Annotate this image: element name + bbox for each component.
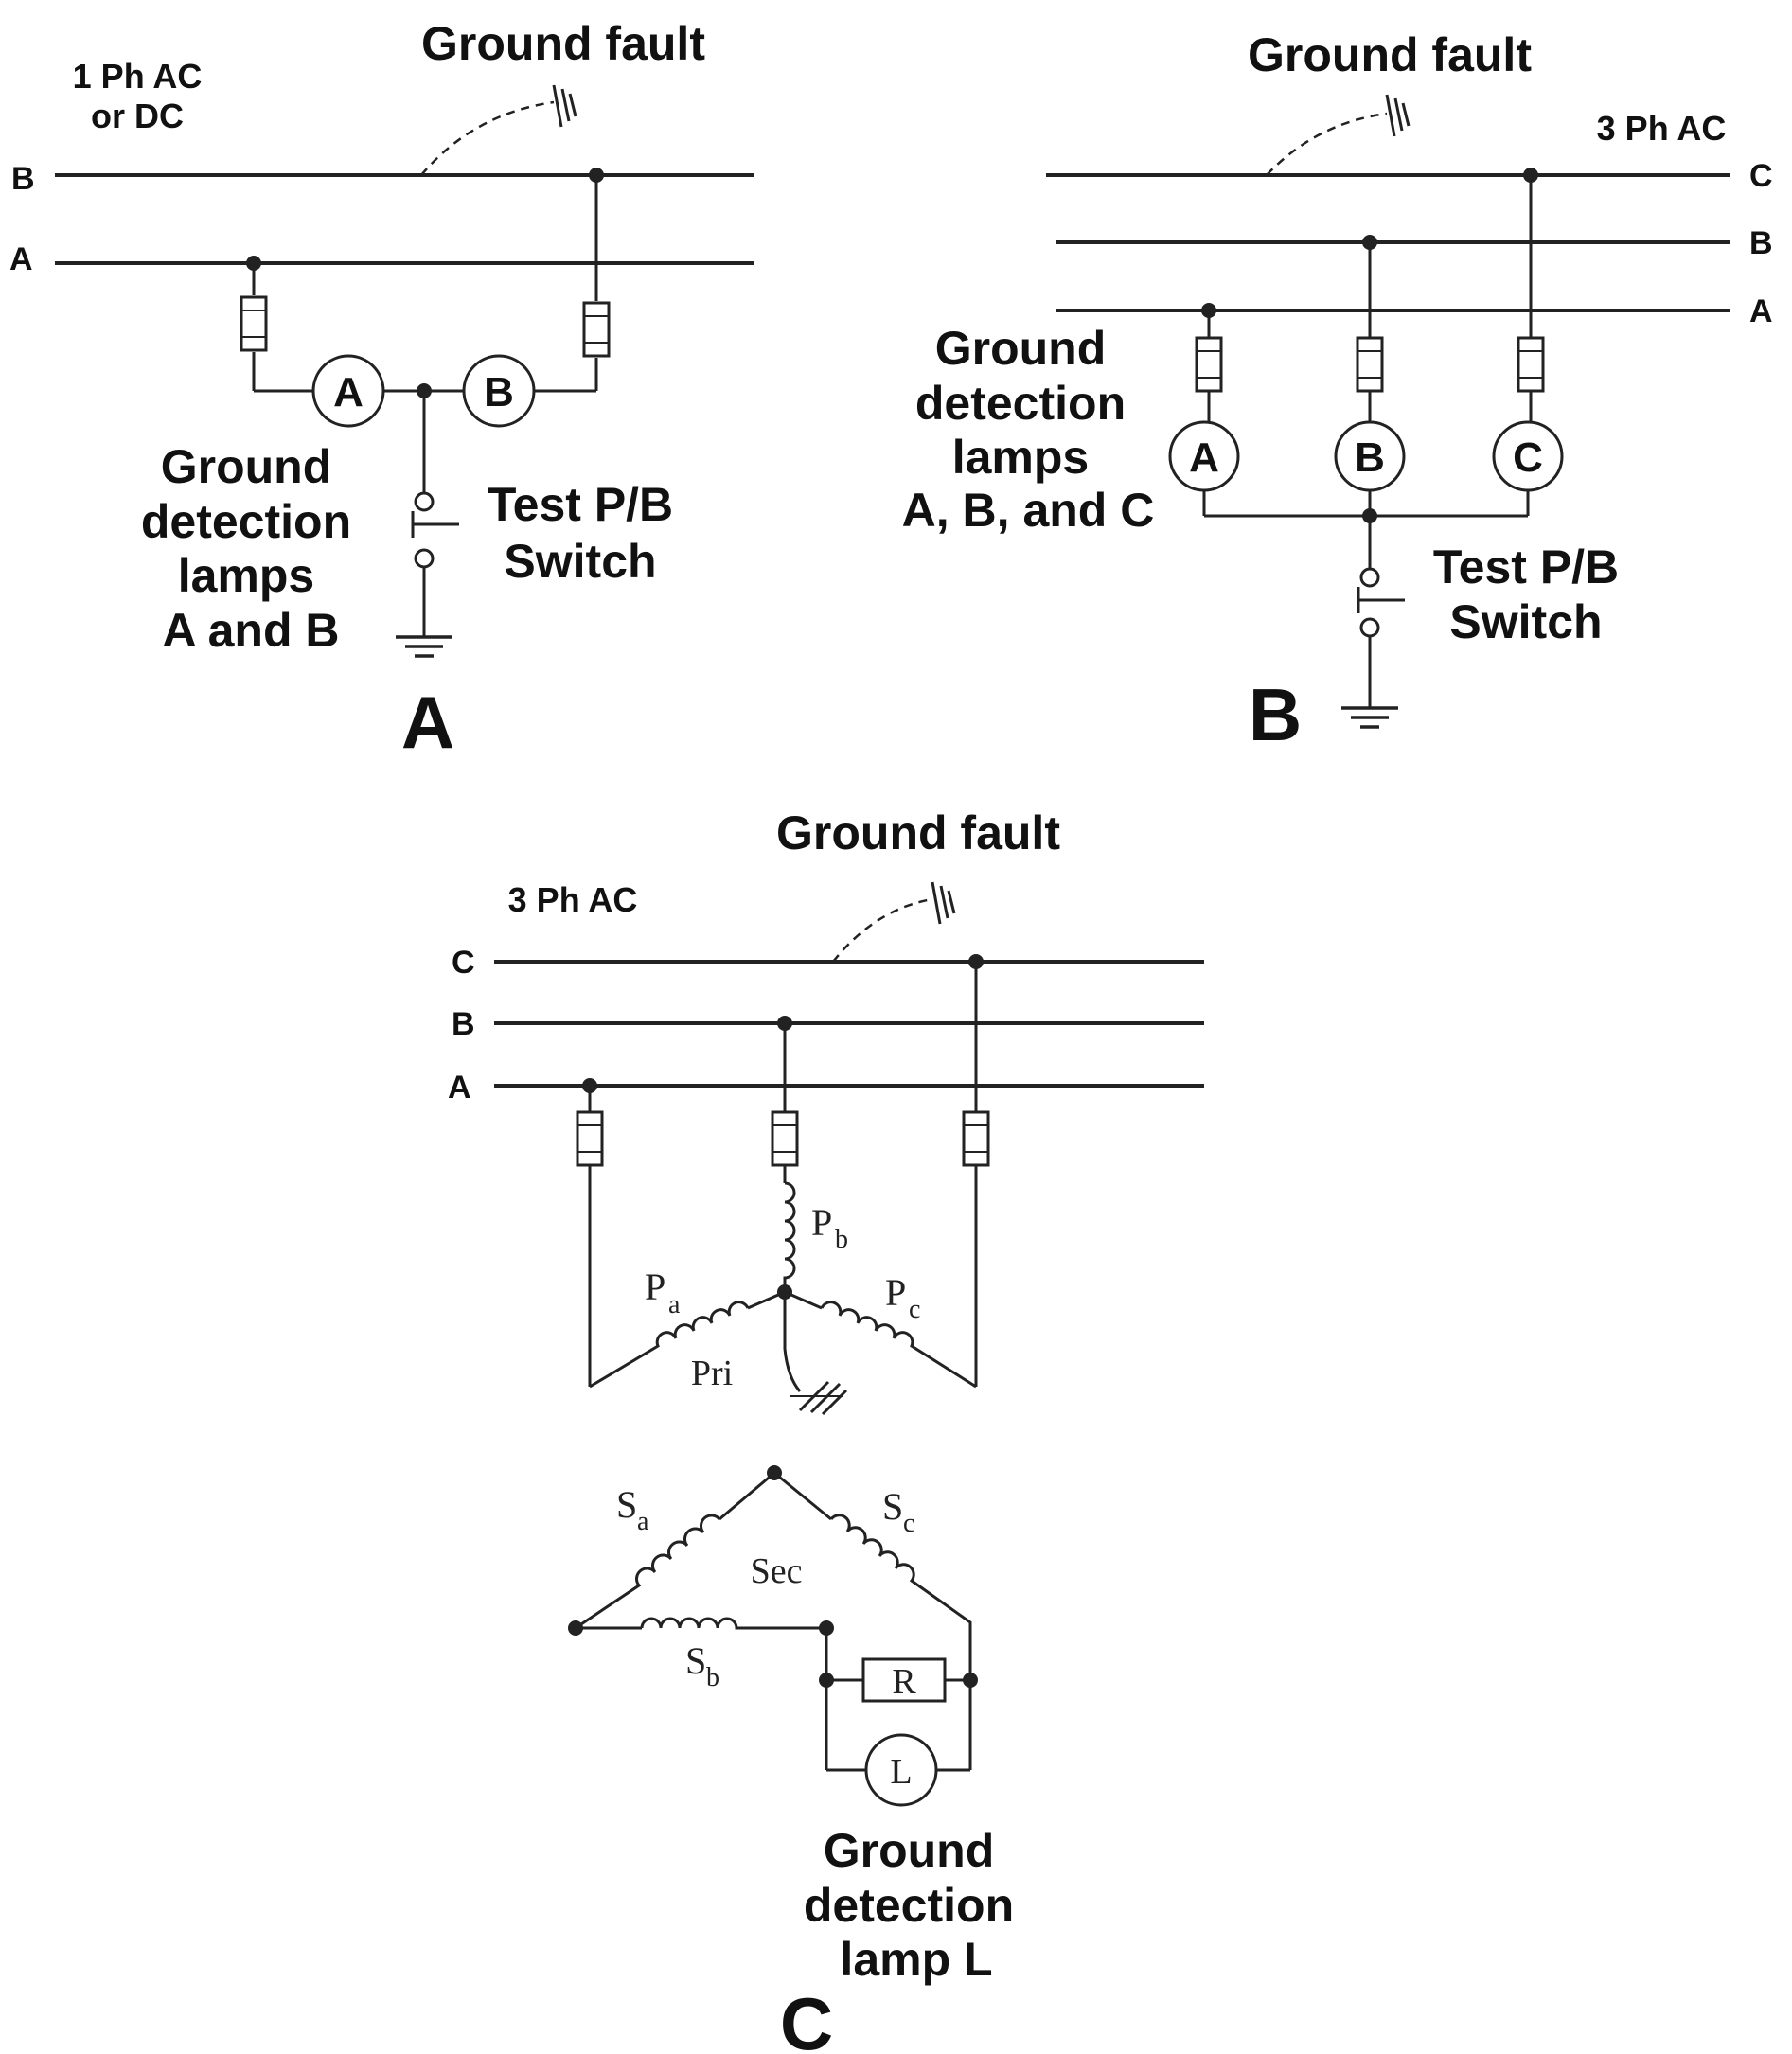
fuse-c: [1517, 336, 1545, 393]
label-sb: S b: [685, 1639, 719, 1692]
earth-ground-icon: [394, 635, 454, 658]
label-pb: P b: [811, 1201, 848, 1254]
lamp-a: [311, 354, 385, 428]
svg-text:c: c: [903, 1509, 914, 1538]
bus-a-label: A: [9, 241, 33, 277]
svg-text:c: c: [909, 1295, 920, 1324]
svg-text:P: P: [811, 1201, 832, 1244]
label-pc: P c: [885, 1271, 920, 1324]
test-pushbutton-switch: [411, 511, 459, 538]
supply-label: 3 Ph AC: [508, 880, 638, 919]
lamps-label-line2: detection: [141, 495, 351, 548]
ground-fault-label: Ground fault: [1248, 28, 1532, 81]
earth-ground-icon: [1340, 706, 1400, 729]
switch-label-line2: Switch: [1449, 595, 1602, 648]
junction-dot: [1362, 508, 1377, 523]
lamps-label-line4: A and B: [162, 604, 339, 657]
panel-c: Ground fault 3 Ph AC C B A: [448, 806, 1204, 2054]
lamp-label-line3: lamp L: [840, 1933, 992, 1986]
lamp-b-letter: B: [484, 369, 514, 416]
panel-b: Ground fault 3 Ph AC C B A A B C: [902, 28, 1773, 756]
svg-text:b: b: [706, 1663, 719, 1692]
switch-contact-bottom: [414, 548, 435, 569]
panel-letter-b: B: [1249, 673, 1302, 756]
primary-coil-pa: [589, 1301, 750, 1389]
bus-b-label: B: [452, 1006, 475, 1042]
supply-label-line1: 1 Ph AC: [73, 57, 203, 96]
fault-path: [1266, 112, 1388, 176]
label-sa: S a: [616, 1483, 649, 1536]
switch-contact-bottom: [1359, 617, 1380, 638]
panel-a: 1 Ph AC or DC Ground fault B A A B Groun…: [9, 17, 754, 764]
secondary-coil-sa: [575, 1514, 721, 1630]
fault-path: [832, 897, 933, 963]
secondary-coil-sc: [829, 1514, 972, 1770]
svg-text:b: b: [835, 1225, 848, 1254]
ground-fault-label: Ground fault: [421, 17, 705, 70]
bus-b-label: B: [1749, 225, 1773, 261]
panel-letter-c: C: [780, 1982, 833, 2054]
svg-text:S: S: [882, 1485, 903, 1528]
neutral-ground-lead: [783, 1292, 802, 1392]
resistor-label: R: [892, 1662, 916, 1702]
switch-label-line1: Test P/B: [1433, 540, 1619, 593]
bus-a-label: A: [448, 1070, 471, 1106]
bus-b-label: B: [11, 161, 35, 197]
lamp-l-letter: L: [890, 1752, 912, 1792]
secondary-coil-sb: [640, 1617, 826, 1630]
lamps-label-line1: Ground: [161, 440, 332, 493]
fuse-a: [240, 295, 268, 352]
svg-text:P: P: [885, 1271, 906, 1314]
bus-c-label: C: [452, 945, 475, 981]
svg-text:S: S: [685, 1639, 706, 1682]
svg-text:a: a: [668, 1290, 681, 1319]
lamps-label-line3: lamps: [178, 549, 315, 602]
supply-label: 3 Ph AC: [1597, 109, 1727, 148]
fuse-a: [1195, 336, 1223, 393]
test-pushbutton-switch: [1357, 587, 1405, 613]
label-pa: P a: [645, 1266, 681, 1319]
svg-text:P: P: [645, 1266, 665, 1308]
lamp-c-letter: C: [1513, 434, 1543, 481]
lamps-label-line1: Ground: [935, 322, 1107, 375]
lamps-label-line2: detection: [915, 377, 1126, 430]
lamp-b: [462, 354, 536, 428]
switch-label-line1: Test P/B: [488, 478, 673, 531]
fault-icon: [552, 83, 577, 129]
bus-a-label: A: [1749, 293, 1773, 329]
svg-text:S: S: [616, 1483, 637, 1526]
fuse-b: [582, 301, 611, 358]
fault-icon: [931, 880, 956, 926]
fuse-c: [962, 1110, 990, 1167]
fault-icon: [1385, 93, 1411, 138]
label-pri: Pri: [691, 1354, 733, 1393]
switch-contact-top: [414, 491, 435, 512]
switch-label-line2: Switch: [504, 535, 656, 588]
lamps-label-line4: A, B, and C: [902, 484, 1155, 537]
primary-coil-pb: [783, 1181, 796, 1292]
lamps-label-line3: lamps: [952, 431, 1090, 484]
fault-path: [420, 100, 555, 176]
fuse-b: [1356, 336, 1384, 393]
lamp-b-letter: B: [1355, 434, 1385, 481]
neutral-ground-icon: [790, 1380, 848, 1416]
switch-contact-top: [1359, 567, 1380, 588]
svg-text:a: a: [637, 1507, 649, 1536]
supply-label-line2: or DC: [91, 97, 184, 135]
fuse-b: [771, 1110, 799, 1167]
fuse-a: [576, 1110, 604, 1167]
lamp-a-letter: A: [333, 369, 364, 416]
panel-letter-a: A: [401, 681, 454, 764]
label-sc: S c: [882, 1485, 914, 1538]
primary-coil-pc: [820, 1301, 977, 1389]
lamp-label-line2: detection: [804, 1879, 1014, 1932]
label-sec: Sec: [751, 1551, 803, 1591]
lamp-label-line1: Ground: [824, 1824, 995, 1877]
ground-fault-label: Ground fault: [776, 806, 1060, 859]
lamp-a-letter: A: [1189, 434, 1219, 481]
bus-c-label: C: [1749, 158, 1773, 194]
